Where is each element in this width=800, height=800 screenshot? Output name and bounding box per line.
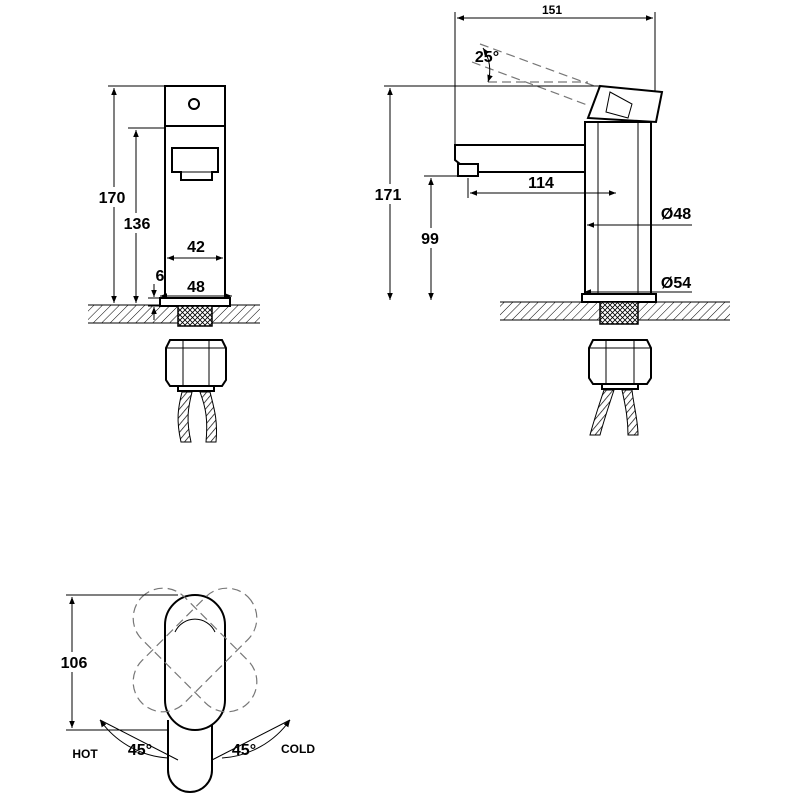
lever-cold-position (132, 587, 258, 713)
dim-cold-45-degree: 45° (232, 742, 256, 759)
spout-arm (454, 144, 599, 173)
front-view: 151 25° 171 99 114 Ø48 Ø54 (370, 3, 730, 436)
base-flange (159, 297, 231, 307)
body-column (584, 121, 652, 295)
lever-hot-position (132, 587, 258, 713)
spout-outline (167, 720, 213, 793)
label-cold: COLD (281, 742, 315, 756)
lock-nut (588, 339, 652, 385)
dim-170: 170 (99, 190, 126, 207)
dim-diameter-48: Ø48 (661, 206, 691, 223)
dim-6: 6 (156, 268, 165, 285)
spout-aerator (457, 163, 479, 177)
threaded-shank (599, 301, 639, 325)
dim-hot-45-degree: 45° (128, 742, 152, 759)
dim-25-degree: 25° (475, 49, 499, 66)
dim-106: 106 (61, 655, 88, 672)
lever-head (164, 85, 226, 127)
dim-114: 114 (528, 175, 554, 192)
side-view: 170 136 42 48 6 (88, 85, 260, 443)
dim-48: 48 (187, 279, 205, 296)
indicator-dot (188, 98, 200, 110)
hose-left (177, 391, 193, 443)
lock-nut (165, 339, 227, 387)
top-view: 106 45° 45° HOT COLD (52, 587, 315, 793)
dim-151: 151 (542, 3, 562, 17)
dim-42: 42 (187, 239, 205, 256)
hose-left (589, 389, 615, 436)
base-flange (581, 293, 657, 303)
lever-head (586, 84, 664, 124)
hose-right (199, 391, 217, 443)
dim-171: 171 (375, 187, 402, 204)
dim-136: 136 (124, 216, 151, 233)
threaded-shank (177, 305, 213, 327)
dim-99: 99 (421, 231, 439, 248)
hose-right (621, 389, 639, 436)
label-hot: HOT (72, 747, 98, 761)
counter-surface (88, 305, 260, 323)
dim-diameter-54: Ø54 (661, 275, 691, 292)
